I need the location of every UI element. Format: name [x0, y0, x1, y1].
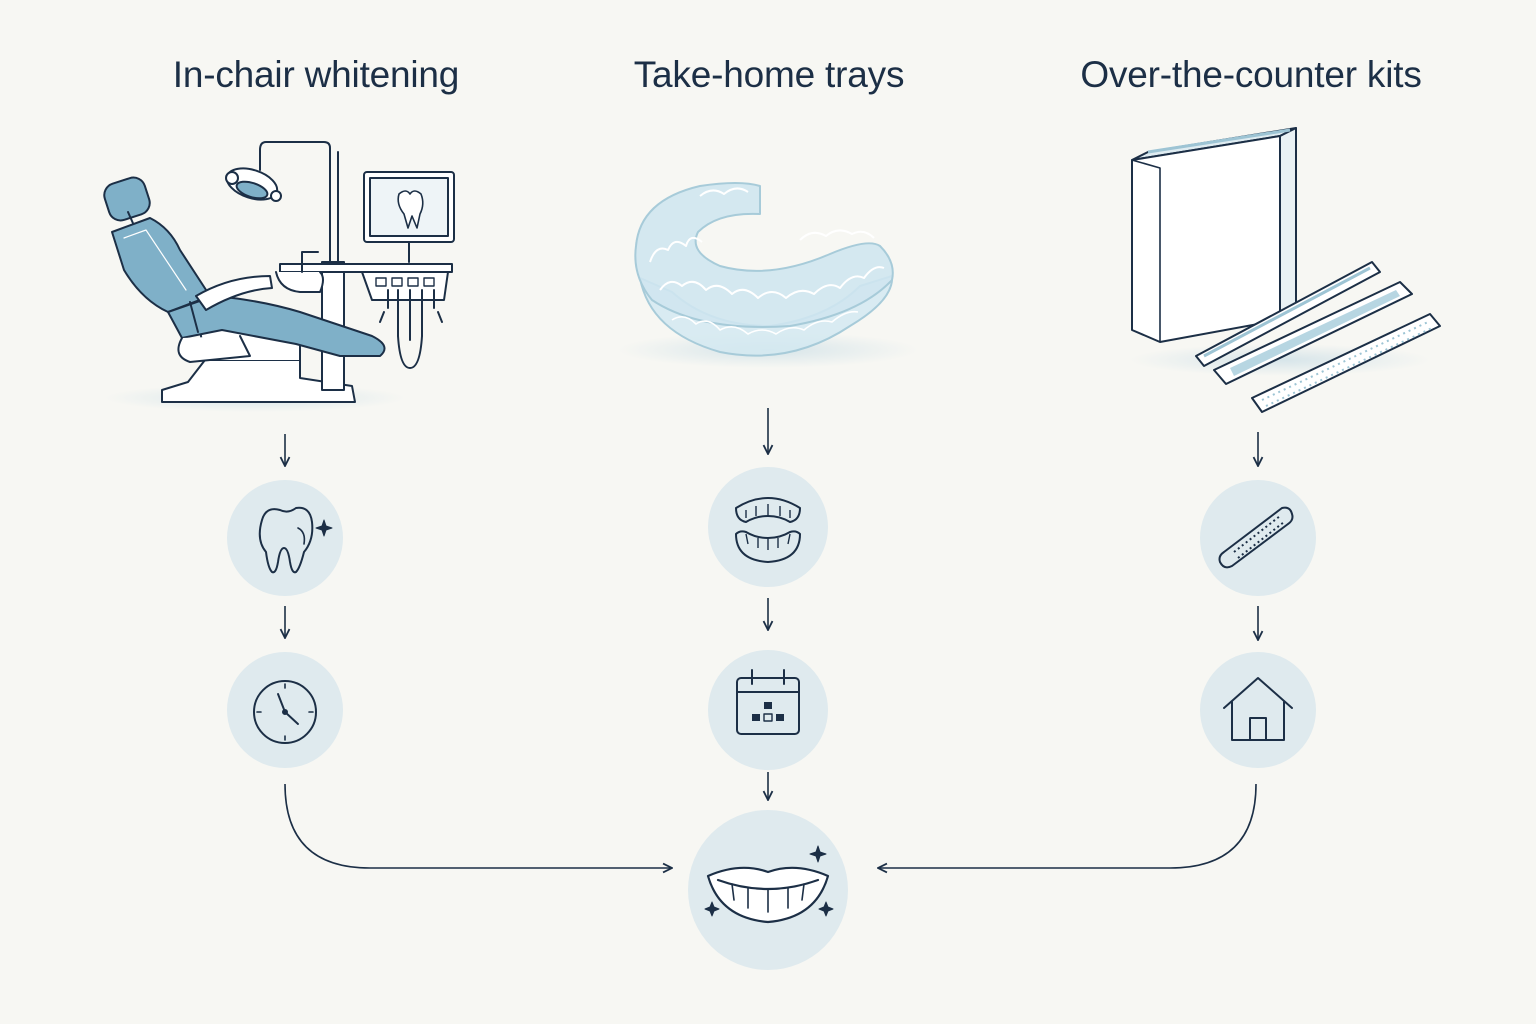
arrow-house-to-smile	[878, 783, 1257, 868]
clock-icon	[253, 680, 317, 744]
column-title-in-chair: In-chair whitening	[172, 54, 460, 95]
step-circles	[227, 467, 1316, 970]
dental-chair-illustration	[103, 141, 455, 412]
column-title-over-the-counter: Over-the-counter kits	[1080, 54, 1422, 95]
tooth-sparkle-icon	[258, 506, 333, 574]
strip-icon	[1218, 506, 1294, 569]
flow-arrows	[285, 408, 1258, 868]
arrow-clock-to-smile	[284, 783, 672, 868]
smile-sparkle-icon	[704, 845, 834, 924]
whitening-strips-box-illustration	[1130, 127, 1441, 413]
dentures-icon	[735, 497, 801, 563]
house-icon	[1223, 677, 1293, 741]
clear-tray-illustration	[618, 182, 918, 368]
column-title-take-home: Take-home trays	[633, 54, 905, 95]
calendar-icon	[736, 669, 800, 735]
